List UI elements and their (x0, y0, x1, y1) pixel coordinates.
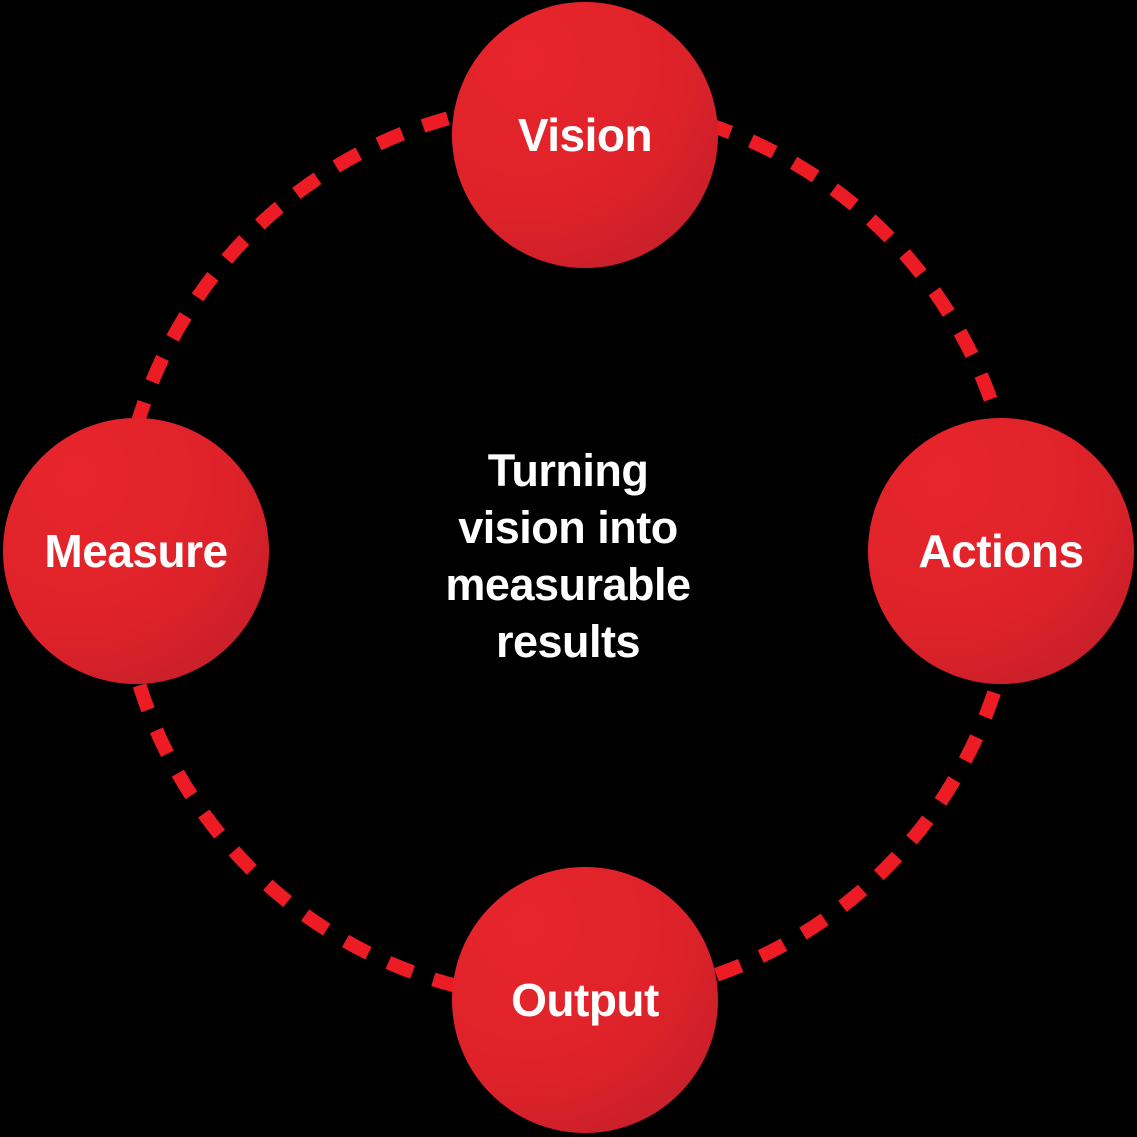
center-caption-line-2: vision into (458, 502, 678, 553)
center-caption: Turning vision into measurable results (368, 440, 768, 672)
cycle-node-output-label: Output (511, 974, 659, 1026)
cycle-node-measure-label: Measure (44, 525, 228, 577)
cycle-node-output[interactable]: Output (452, 867, 718, 1133)
center-caption-line-1: Turning (487, 445, 649, 496)
cycle-node-actions-label: Actions (918, 525, 1084, 577)
cycle-node-vision[interactable]: Vision (452, 2, 718, 268)
cycle-node-measure[interactable]: Measure (3, 418, 269, 684)
cycle-node-vision-label: Vision (517, 109, 653, 161)
cycle-node-actions[interactable]: Actions (868, 418, 1134, 684)
center-caption-line-4: results (495, 616, 641, 667)
center-caption-line-3: measurable (445, 559, 691, 610)
